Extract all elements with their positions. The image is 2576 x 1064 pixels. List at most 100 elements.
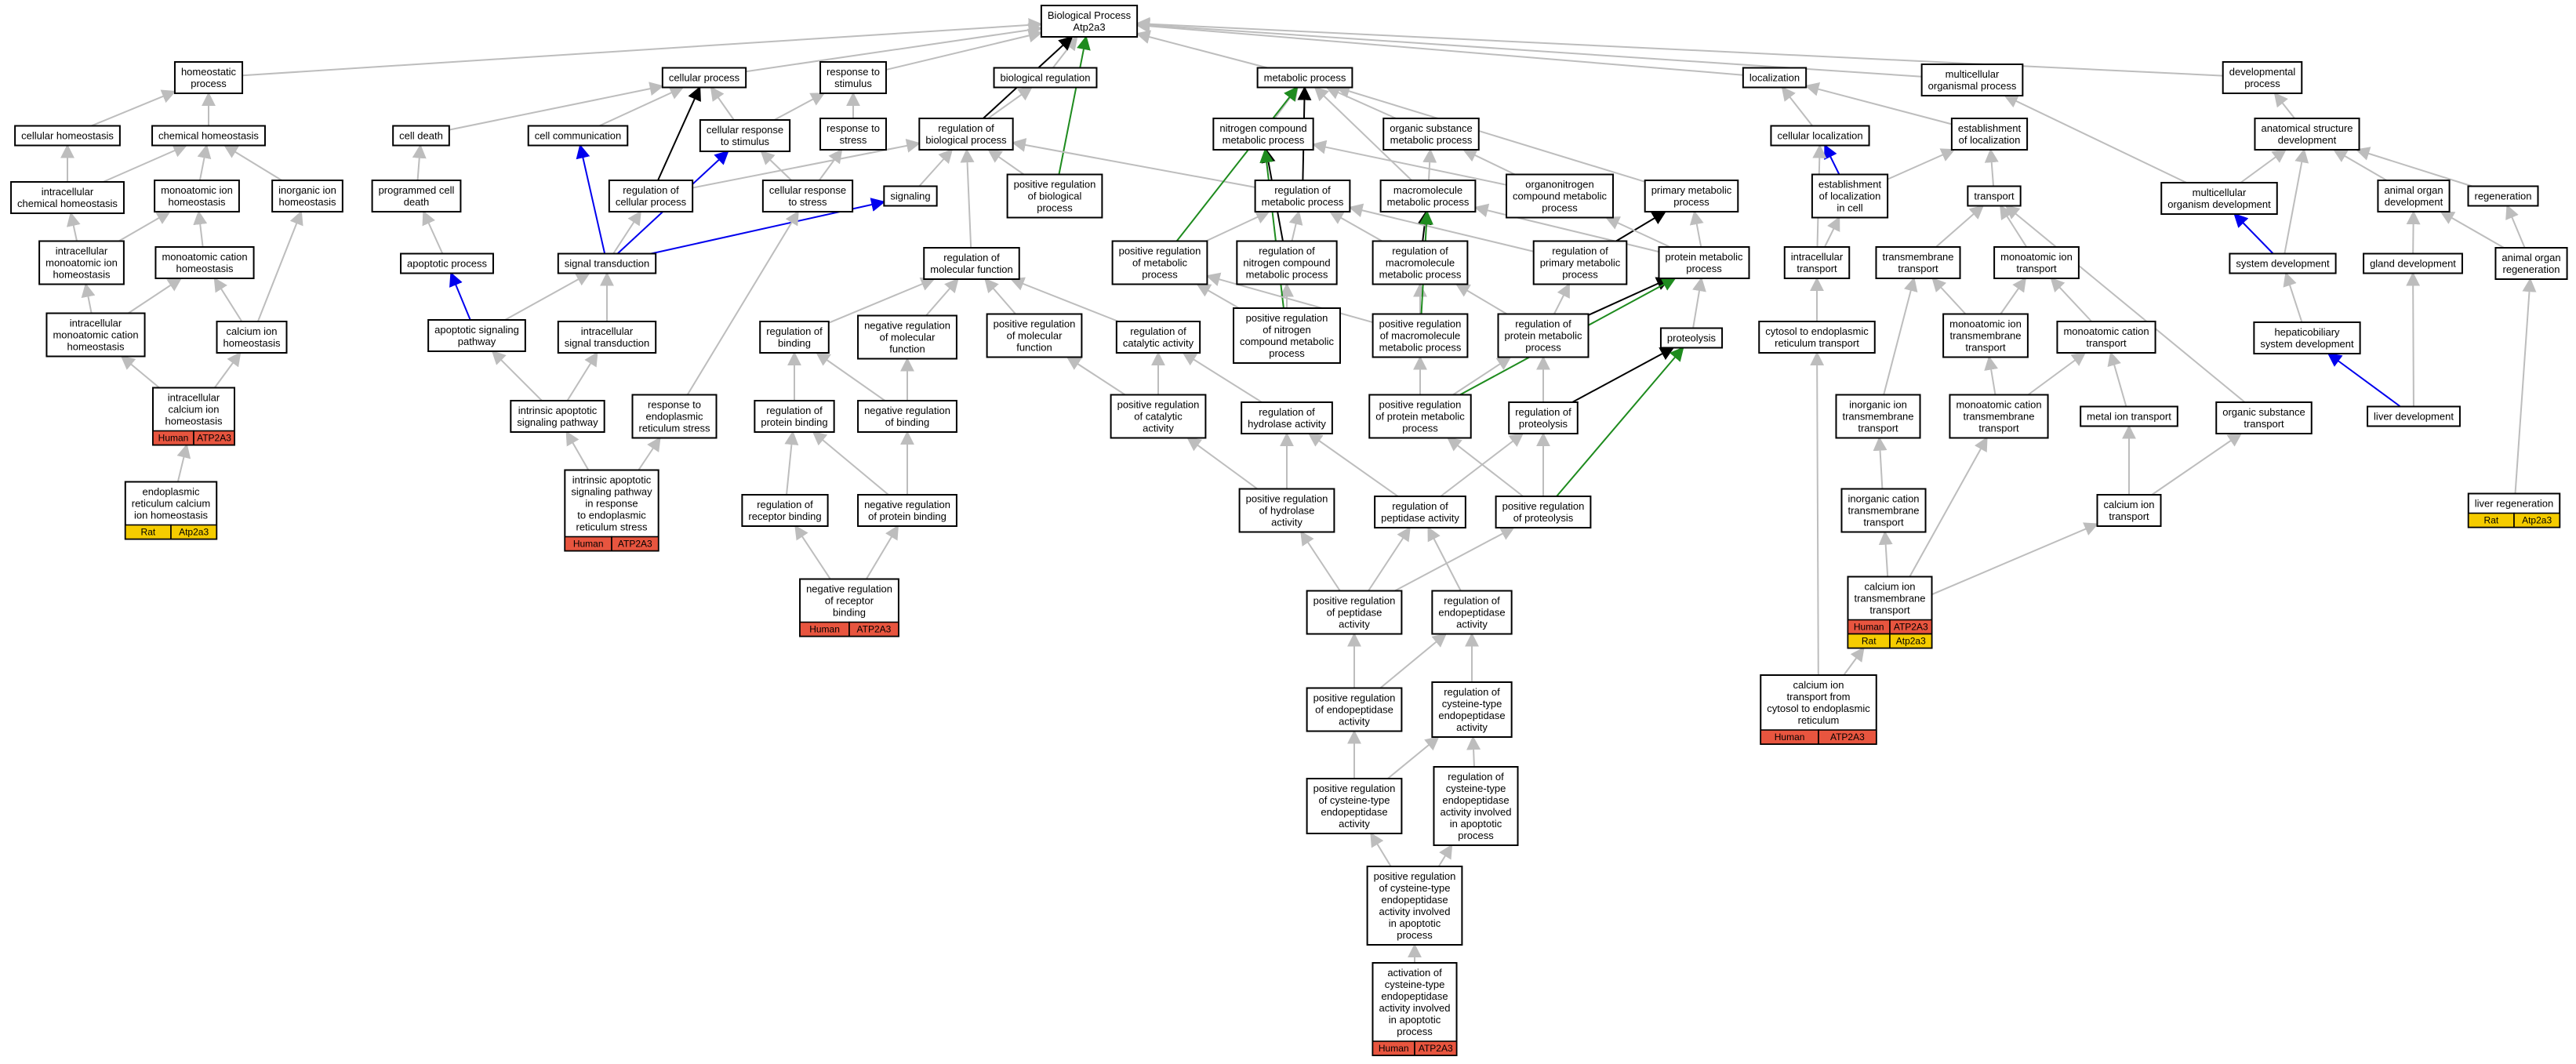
edge-gray xyxy=(213,351,242,389)
edge-gray xyxy=(1368,526,1411,592)
node-label-line: organism development xyxy=(2167,198,2271,210)
node-label-line: transport from xyxy=(1787,691,1851,703)
node-label-line: of biological xyxy=(1028,191,1082,202)
node-box xyxy=(1306,687,1403,732)
node-label-line: biological process xyxy=(925,134,1007,146)
node-label-line: cellular homeostasis xyxy=(21,130,114,142)
node-label-line: pathway xyxy=(458,336,496,347)
edge-gray xyxy=(1205,272,1373,324)
node-label-line: positive regulation xyxy=(1313,595,1396,607)
gene-label: ATP2A3 xyxy=(1830,732,1865,743)
node-box xyxy=(986,313,1083,358)
node-box xyxy=(857,494,957,527)
edge-gray xyxy=(197,143,212,181)
edge-gray xyxy=(1009,277,1119,322)
edge-green xyxy=(1259,148,1284,309)
node-label-line: localization xyxy=(1749,72,1800,84)
gene-tag-cell xyxy=(193,430,235,446)
node-label-line: regulation of xyxy=(766,325,823,337)
edge-gray xyxy=(2240,148,2287,183)
go-term-node: cell death xyxy=(392,125,450,147)
node-label-line: positive regulation xyxy=(1374,870,1456,882)
node-label-line: of localization xyxy=(1819,191,1881,202)
node-box xyxy=(151,125,266,147)
node-label-line: positive regulation xyxy=(1379,399,1462,411)
node-box xyxy=(699,119,791,152)
node-label-line: cellular response xyxy=(769,184,846,196)
node-label-line: activity involved xyxy=(1440,806,1511,818)
node-label-line: process xyxy=(1673,196,1709,208)
node-label-line: cellular localization xyxy=(1777,130,1862,142)
node-label-line: cysteine-type xyxy=(1446,783,1506,794)
edge-gray xyxy=(1387,735,1440,779)
edge-gray xyxy=(2332,149,2388,181)
node-label-line: regulation of xyxy=(1448,771,1504,783)
node-label-line: cell communication xyxy=(535,130,622,142)
node-label-line: hepaticobiliary xyxy=(2274,326,2340,338)
node-label-line: signaling pathway xyxy=(517,416,598,428)
node-label-line: regulation of xyxy=(1444,595,1500,607)
edge-black xyxy=(1571,347,1675,403)
node-label-line: animal organ xyxy=(2502,252,2560,263)
node-label-line: endoplasmic xyxy=(646,411,703,423)
node-label-line: transport xyxy=(1965,342,2006,354)
edge-gray xyxy=(818,148,843,181)
node-label-line: endopeptidase xyxy=(1381,894,1448,906)
node-label-line: death xyxy=(404,196,430,208)
node-label-line: liver regeneration xyxy=(2475,498,2553,510)
node-label-line: positive regulation xyxy=(994,318,1076,330)
node-label-line: metabolic process xyxy=(1390,134,1473,146)
edge-gray xyxy=(422,210,444,254)
node-box xyxy=(1920,64,2024,96)
node-label-line: transport xyxy=(1858,423,1898,434)
node-label-line: of localization xyxy=(1959,134,2021,146)
edge-gray xyxy=(66,212,81,241)
node-label-line: response to xyxy=(648,399,701,411)
gene-label: ATP2A3 xyxy=(197,433,231,444)
node-label-line: positive regulation xyxy=(1379,318,1462,330)
node-box xyxy=(1742,67,1808,89)
node-label-line: organonitrogen xyxy=(1525,179,1593,191)
node-label-line: homeostasis xyxy=(165,416,223,427)
edge-gray xyxy=(1999,204,2028,248)
edge-gray xyxy=(2050,277,2092,322)
node-box xyxy=(2229,252,2337,274)
node-label-line: of protein binding xyxy=(868,510,946,522)
node-box xyxy=(1811,173,1889,219)
edge-gray xyxy=(1810,351,1825,676)
node-label-line: homeostasis xyxy=(67,341,125,353)
edge-gray xyxy=(1427,526,1462,591)
node-box xyxy=(392,125,450,147)
node-box xyxy=(1659,327,1724,349)
node-label-line: transport xyxy=(2086,337,2127,349)
node-label-line: endopeptidase xyxy=(1438,607,1505,619)
node-box xyxy=(557,252,657,274)
node-box xyxy=(1006,173,1103,219)
node-box xyxy=(1379,180,1477,212)
node-box xyxy=(923,247,1020,280)
node-label-line: regulation of xyxy=(1259,406,1315,418)
node-label-line: stimulus xyxy=(834,78,872,89)
edge-blue xyxy=(449,271,471,321)
node-box xyxy=(1256,67,1353,89)
node-box xyxy=(1950,118,2029,151)
edge-gray xyxy=(925,278,959,317)
node-label-line: stress xyxy=(840,134,867,146)
node-label-line: multicellular xyxy=(1946,68,2000,80)
node-box xyxy=(661,67,747,89)
edge-gray xyxy=(1823,216,1840,248)
node-box xyxy=(173,61,244,94)
node-box xyxy=(1942,313,2029,358)
